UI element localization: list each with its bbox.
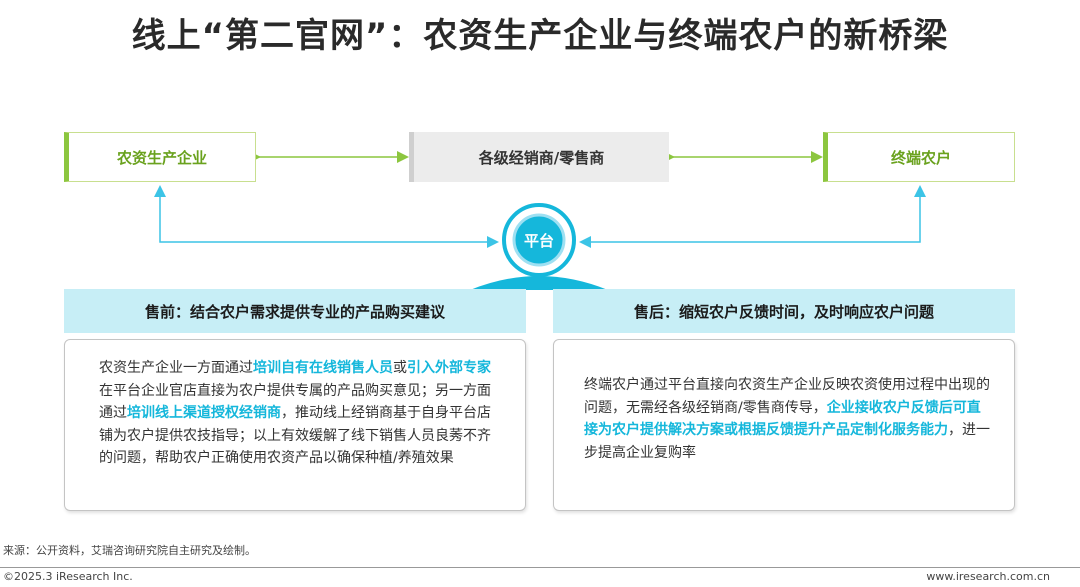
footer-divider	[0, 567, 1080, 568]
presale-text-1: 农资生产企业一方面通过	[99, 360, 253, 376]
presale-text-2: 或	[393, 360, 407, 376]
footer-copyright: ©2025.3 iResearch Inc.	[3, 570, 133, 583]
presale-text-3: 在平台企业官店直接为农户提供专属的产品购买意见；另一方面通过	[99, 382, 491, 422]
footer-website: www.iresearch.com.cn	[926, 570, 1050, 583]
arrow-platform-left	[154, 185, 496, 243]
node-farmer: 终端农户	[823, 132, 1015, 182]
node-producer-label: 农资生产企业	[116, 148, 207, 167]
arrow-platform-right	[582, 185, 926, 243]
presale-highlight-3: 培训线上渠道授权经销商	[127, 405, 281, 421]
section-heading-aftersale: 售后：缩短农户反馈时间，及时响应农户问题	[553, 289, 1015, 333]
node-dealer: 各级经销商/零售商	[409, 132, 669, 182]
aftersale-text-2: ，进一步提高企业复购率	[584, 422, 990, 461]
node-producer: 农资生产企业	[64, 132, 256, 182]
presale-highlight-1: 培训自有在线销售人员	[253, 360, 393, 376]
presale-highlight-2: 引入外部专家	[407, 360, 491, 376]
hub-label: 平台	[523, 231, 554, 250]
presale-text-4: ，推动线上经销商基于自身平台店铺为农户提供农技指导；以上有效缓解了线下销售人员良…	[99, 405, 491, 466]
hub-inner-circle	[512, 213, 566, 267]
aftersale-highlight-1: 企业接收农户反馈后可直接为农户提供解决方案或根据反馈提升产品定制化服务能力	[584, 399, 981, 439]
hub-base	[470, 276, 608, 290]
aftersale-panel: 终端农户通过平台直接向农资生产企业反映农资使用过程中出现的问题，无需经各级经销商…	[553, 339, 1015, 511]
presale-panel: 农资生产企业一方面通过培训自有在线销售人员或引入外部专家在平台企业官店直接为农户…	[64, 339, 526, 511]
source-note: 来源：公开资料，艾瑞咨询研究院自主研究及绘制。	[3, 544, 256, 557]
page-title: 线上“第二官网”：农资生产企业与终端农户的新桥梁	[131, 16, 949, 56]
node-farmer-label: 终端农户	[890, 148, 951, 167]
aftersale-text-1: 终端农户通过平台直接向农资生产企业反映农资使用过程中出现的问题，无需经各级经销商…	[584, 377, 990, 416]
node-dealer-label: 各级经销商/零售商	[478, 148, 605, 167]
section-heading-presale: 售前：结合农户需求提供专业的产品购买建议	[64, 289, 526, 333]
